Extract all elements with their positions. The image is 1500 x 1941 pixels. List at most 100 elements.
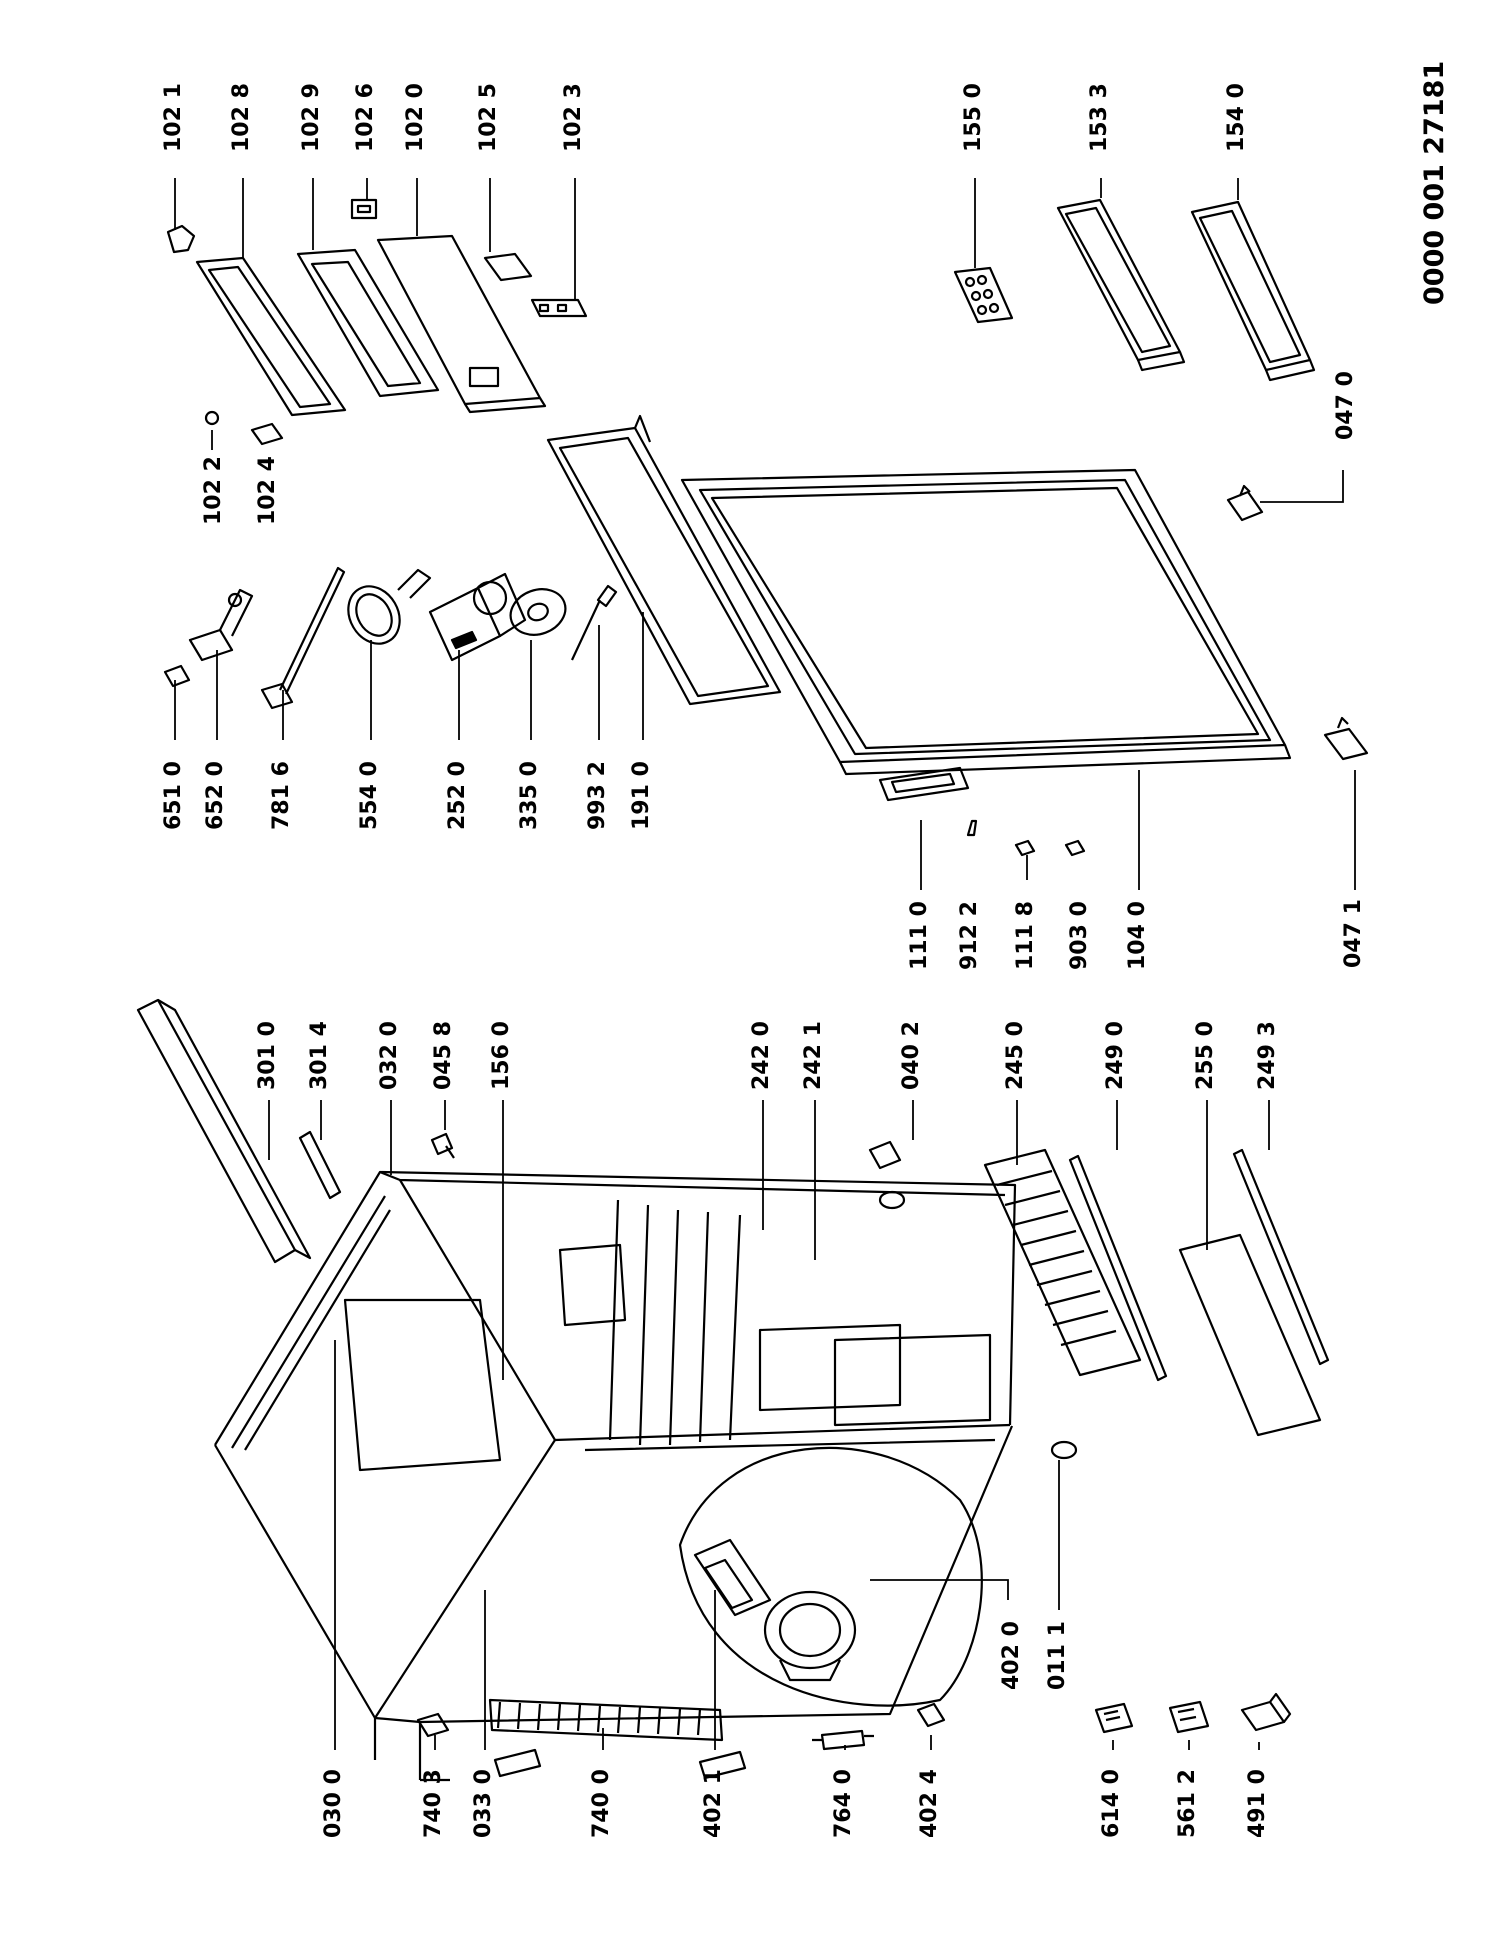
document-number: 0000 001 27181: [1419, 61, 1450, 305]
shelf-trim-part-249-0: [1068, 1154, 1168, 1382]
part-label-102-6: 102 6: [353, 83, 378, 152]
part-label-491-0: 491 0: [1245, 1769, 1270, 1838]
door-handle-part: [878, 766, 970, 802]
svg-text:156 0: 156 0: [489, 1021, 514, 1090]
clip-part-402-4: [916, 1702, 946, 1728]
part-label-102-8: 102 8: [229, 83, 254, 152]
part-label-740-0: 740 0: [589, 1769, 614, 1838]
part-label-156-0: 156 0: [489, 1021, 514, 1090]
evaporator-door-frame-part: [195, 256, 347, 417]
svg-text:249 3: 249 3: [1255, 1021, 1280, 1090]
svg-text:047 0: 047 0: [1333, 371, 1358, 440]
shelf-trim-part-249-3: [1232, 1148, 1330, 1366]
svg-text:301 4: 301 4: [307, 1021, 332, 1090]
part-label-045-8: 045 8: [431, 1021, 456, 1090]
part-label-245-0: 245 0: [1003, 1021, 1028, 1090]
wire-shelf-part: [983, 1148, 1142, 1377]
part-label-252-0: 252 0: [445, 761, 470, 830]
part-label-301-0: 301 0: [255, 1021, 280, 1090]
part-label-104-0: 104 0: [1125, 901, 1150, 970]
svg-text:561 2: 561 2: [1175, 1769, 1200, 1838]
svg-text:402 4: 402 4: [917, 1769, 942, 1838]
part-label-651-0: 651 0: [161, 761, 186, 830]
svg-text:993 2: 993 2: [585, 761, 610, 830]
part-label-301-4: 301 4: [307, 1021, 332, 1090]
svg-text:102 0: 102 0: [403, 83, 428, 152]
capacitor-cover-part: [1240, 1692, 1292, 1732]
svg-text:102 3: 102 3: [561, 83, 586, 152]
part-label-402-1: 402 1: [701, 1769, 726, 1838]
part-label-040-2: 040 2: [899, 1021, 924, 1090]
part-label-154-0: 154 0: [1224, 83, 1249, 152]
clip-part-102-1: [166, 224, 196, 254]
hinge-part-040-2: [868, 1140, 906, 1210]
part-label-102-9: 102 9: [299, 83, 324, 152]
part-label-047-1: 047 1: [1341, 899, 1366, 968]
part-label-047-0: 047 0: [1333, 371, 1358, 440]
knob-part-651-0: [163, 664, 191, 688]
svg-text:045 8: 045 8: [431, 1021, 456, 1090]
compressor-part: [763, 1590, 857, 1682]
svg-text:030 0: 030 0: [321, 1769, 346, 1838]
part-label-102-5: 102 5: [476, 83, 501, 152]
part-label-102-3: 102 3: [561, 83, 586, 152]
condenser-part: [488, 1698, 747, 1780]
compressor-area-outline: [678, 1446, 983, 1707]
part-label-242-1: 242 1: [801, 1021, 826, 1090]
part-label-102-4: 102 4: [255, 456, 280, 525]
svg-text:242 0: 242 0: [749, 1021, 774, 1090]
svg-text:245 0: 245 0: [1003, 1021, 1028, 1090]
relay-box-part: [693, 1538, 772, 1617]
part-label-155-0: 155 0: [961, 83, 986, 152]
svg-text:153 3: 153 3: [1087, 83, 1112, 152]
part-label-249-0: 249 0: [1103, 1021, 1128, 1090]
part-label-102-1: 102 1: [161, 83, 186, 152]
svg-text:252 0: 252 0: [445, 761, 470, 830]
svg-text:047 1: 047 1: [1341, 899, 1366, 968]
part-label-764-0: 764 0: [831, 1769, 856, 1838]
part-label-912-2: 912 2: [957, 901, 982, 970]
svg-text:155 0: 155 0: [961, 83, 986, 152]
part-label-011-1: 011 1: [1045, 1621, 1070, 1690]
part-label-191-0: 191 0: [629, 761, 654, 830]
door-gasket-part: [546, 414, 782, 706]
svg-text:102 4: 102 4: [255, 456, 280, 525]
part-label-614-0: 614 0: [1099, 1769, 1124, 1838]
screw-part-912-2: [966, 819, 978, 837]
svg-text:242 1: 242 1: [801, 1021, 826, 1090]
cap-part-903-0: [1064, 839, 1086, 857]
thermostat-part: [188, 588, 254, 662]
part-label-781-6: 781 6: [269, 761, 294, 830]
foot-part-011-1: [1050, 1440, 1078, 1460]
door-shelf-part-153-3: [1056, 198, 1186, 372]
svg-text:154 0: 154 0: [1224, 83, 1249, 152]
svg-text:652 0: 652 0: [203, 761, 228, 830]
overload-protector-part: [1094, 1702, 1134, 1734]
svg-text:102 1: 102 1: [161, 83, 186, 152]
top-cover-part: [136, 998, 312, 1264]
svg-text:011 1: 011 1: [1045, 1621, 1070, 1690]
lamp-housing-part: [347, 568, 432, 645]
part-label-554-0: 554 0: [357, 761, 382, 830]
screw-part-102-2: [204, 410, 220, 426]
part-label-242-0: 242 0: [749, 1021, 774, 1090]
cap-part-111-8: [1014, 839, 1036, 857]
cabinet-body-part: [214, 1170, 1017, 1782]
heater-wire-part: [571, 584, 618, 661]
part-label-335-0: 335 0: [517, 761, 542, 830]
relay-part-561-2: [1168, 1700, 1210, 1734]
evaporator-door-part: [296, 248, 440, 398]
part-label-255-0: 255 0: [1193, 1021, 1218, 1090]
svg-text:111 0: 111 0: [907, 901, 932, 970]
svg-text:102 6: 102 6: [353, 83, 378, 152]
clip-part-740-3: [416, 1712, 450, 1738]
part-label-111-0: 111 0: [907, 901, 932, 970]
part-label-652-0: 652 0: [203, 761, 228, 830]
part-label-102-2: 102 2: [201, 456, 226, 525]
svg-text:249 0: 249 0: [1103, 1021, 1128, 1090]
part-label-111-8: 111 8: [1013, 901, 1038, 970]
svg-text:102 5: 102 5: [476, 83, 501, 152]
svg-text:032 0: 032 0: [377, 1021, 402, 1090]
svg-text:781 6: 781 6: [269, 761, 294, 830]
svg-text:191 0: 191 0: [629, 761, 654, 830]
